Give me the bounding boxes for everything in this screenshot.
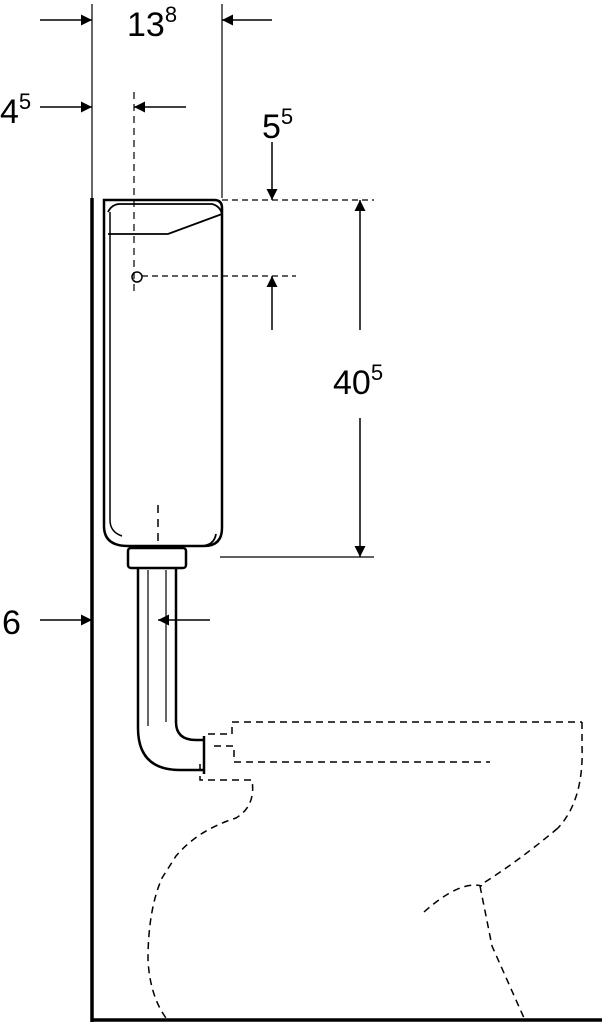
wc-pan-outline xyxy=(147,721,583,1019)
tank-outline xyxy=(102,198,224,548)
wall-and-floor xyxy=(90,198,602,1022)
pan-rim-outer xyxy=(557,722,583,829)
pan-foot-line xyxy=(479,885,525,1019)
pan-trap-line xyxy=(423,884,483,913)
reference-lines xyxy=(91,4,374,558)
tank-outlet-lip xyxy=(199,533,217,547)
dimension-arrows xyxy=(40,14,366,626)
tank-inner-edge xyxy=(109,212,123,537)
label-top-to-centre: 55 xyxy=(262,104,293,146)
valve-marker xyxy=(131,271,143,283)
pan-rim-inner xyxy=(214,745,490,763)
dimension-labels: 138 45 55 405 6 xyxy=(0,2,383,642)
cistern-tank xyxy=(102,198,224,548)
flush-pipe xyxy=(126,546,206,774)
pipe-outer-wall xyxy=(136,568,204,772)
label-pipe-offset: 6 xyxy=(2,604,21,642)
label-tank-height: 405 xyxy=(333,360,383,402)
label-wall-to-centre: 45 xyxy=(0,89,31,131)
pan-inlet-top xyxy=(208,721,582,735)
pan-back-outer xyxy=(147,764,254,1019)
pan-front-curve xyxy=(481,827,559,885)
label-tank-width: 138 xyxy=(127,2,177,44)
tank-lid-line xyxy=(107,203,224,235)
pipe-inner-wall xyxy=(174,568,204,742)
pipe-collar xyxy=(126,546,188,570)
